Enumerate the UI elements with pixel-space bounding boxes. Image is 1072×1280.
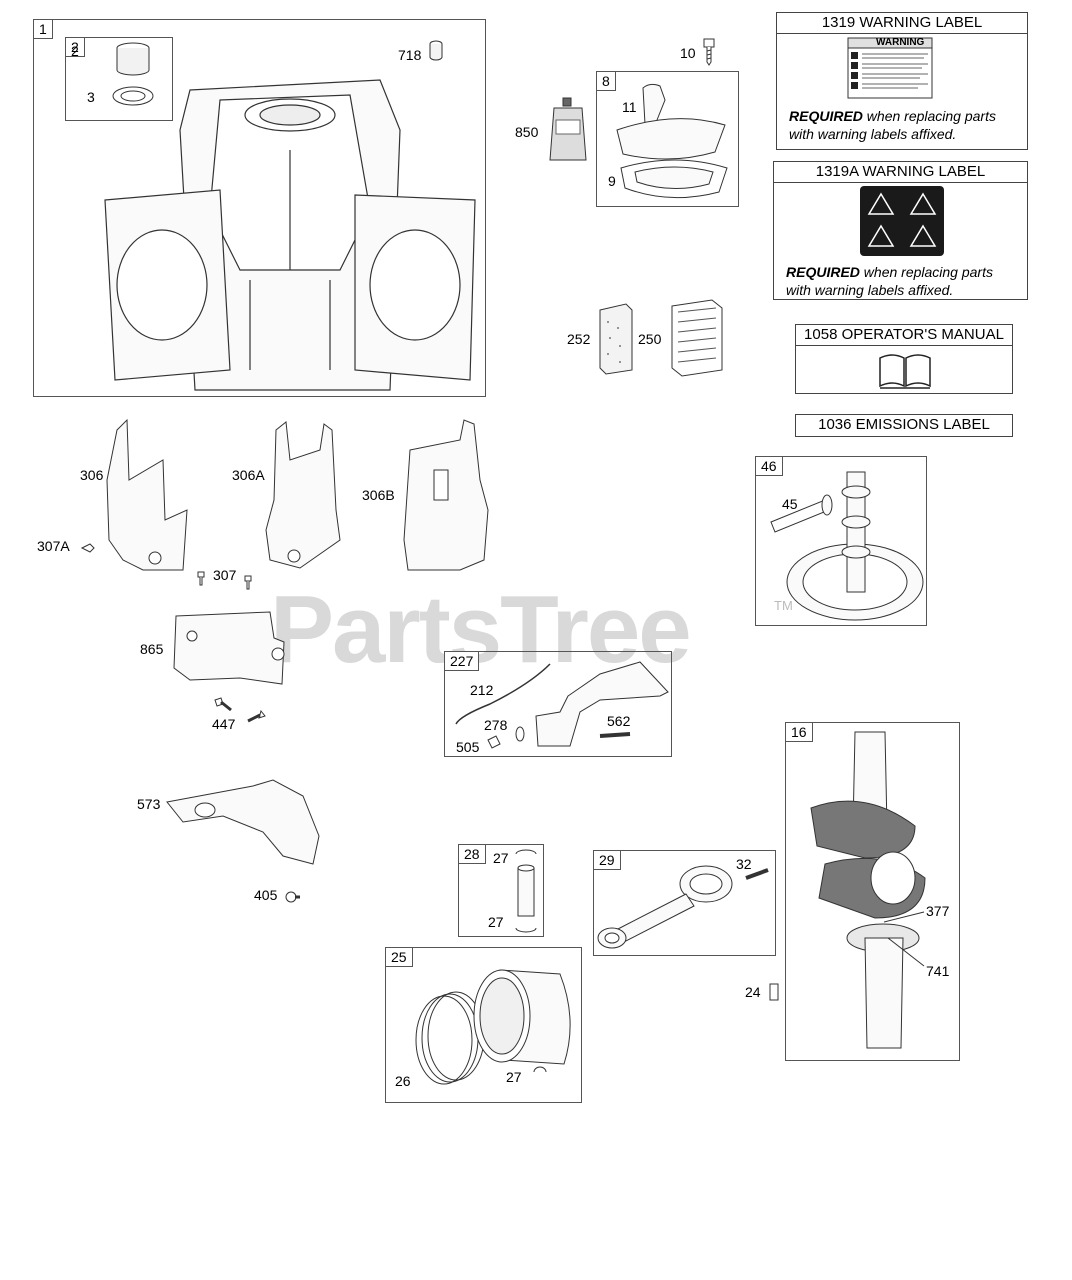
- baffle-865-icon: [173, 611, 285, 685]
- callout-850: 850: [515, 124, 539, 140]
- label-1058-title: 1058 OPERATOR'S MANUAL: [796, 325, 1012, 346]
- callout-212: 212: [470, 682, 494, 698]
- screw-447-b-icon: [247, 709, 266, 723]
- screw-icon: [703, 38, 715, 66]
- trademark-mark: TM: [774, 598, 793, 613]
- callout-250: 250: [638, 331, 662, 347]
- camshaft-icon: [770, 471, 924, 621]
- warning-pictogram-icon: [860, 186, 944, 256]
- label-1319-required-line2: with warning labels affixed.: [789, 126, 957, 142]
- callout-45: 45: [782, 496, 798, 512]
- label-1319-required-rest: when replacing parts: [862, 108, 996, 124]
- callout-865: 865: [140, 641, 164, 657]
- book-icon: [879, 354, 931, 389]
- label-1319a-title: 1319A WARNING LABEL: [774, 162, 1027, 183]
- wrist-pin-icon: [515, 849, 537, 933]
- box-2-bushing: 2: [65, 37, 173, 121]
- callout-573: 573: [137, 796, 161, 812]
- box-16-tag: 16: [786, 723, 813, 742]
- foam-filter-icon: [599, 303, 633, 375]
- screw-405-icon: [285, 891, 300, 903]
- callout-27a: 27: [493, 850, 509, 866]
- bushing-icon: [112, 42, 154, 106]
- label-1319a-required-line2: with warning labels affixed.: [786, 282, 954, 298]
- box-2-tag: 2: [66, 38, 85, 57]
- label-1036: 1036 EMISSIONS LABEL: [795, 414, 1013, 437]
- callout-562: 562: [607, 713, 631, 729]
- box-46-tag: 46: [756, 457, 783, 476]
- breather-cover-icon: [616, 83, 728, 199]
- connecting-rod-icon: [597, 865, 769, 949]
- warning-decal-icon: [847, 37, 933, 99]
- label-1036-title: 1036 EMISSIONS LABEL: [818, 416, 990, 433]
- label-1319a-required-bold: REQUIRED: [786, 264, 860, 280]
- box-227-governor: 227: [444, 651, 672, 757]
- callout-32: 32: [736, 856, 752, 872]
- paper-filter-icon: [671, 299, 723, 377]
- box-8-tag: 8: [597, 72, 616, 91]
- label-1319a-required-rest: when replacing parts: [859, 264, 993, 280]
- piston-rings-icon: [415, 969, 571, 1085]
- shroud-306b-icon: [403, 419, 489, 571]
- callout-278: 278: [484, 717, 508, 733]
- label-1319-required-bold: REQUIRED: [789, 108, 863, 124]
- callout-307: 307: [213, 567, 237, 583]
- callout-2: 2: [71, 43, 79, 59]
- callout-306: 306: [80, 467, 104, 483]
- callout-505: 505: [456, 739, 480, 755]
- label-1319a-required-line1: REQUIRED when replacing parts: [786, 263, 993, 281]
- governor-bracket-icon: [455, 661, 669, 749]
- callout-405: 405: [254, 887, 278, 903]
- watermark-text: PartsTree: [270, 576, 692, 683]
- box-29-tag: 29: [594, 851, 621, 870]
- dowel-icon: [429, 40, 443, 61]
- screw-447-icon: [214, 697, 232, 712]
- box-28-wrist-pin: 28: [458, 844, 544, 937]
- sealant-tube-icon: [549, 97, 587, 161]
- callout-11: 11: [622, 99, 637, 115]
- callout-377: 377: [926, 903, 950, 919]
- box-29-connecting-rod: 29: [593, 850, 776, 956]
- label-1319-warning-word: WARNING: [876, 37, 925, 48]
- callout-27c: 27: [506, 1069, 522, 1085]
- air-guide-573-icon: [166, 779, 320, 865]
- callout-10: 10: [680, 45, 696, 61]
- box-1-tag: 1: [34, 20, 53, 39]
- callout-718: 718: [398, 47, 422, 63]
- box-25-piston: 25: [385, 947, 582, 1103]
- callout-27b: 27: [488, 914, 504, 930]
- callout-306a: 306A: [232, 467, 265, 483]
- screw-307-icon: [197, 571, 205, 586]
- label-1319-required-line1: REQUIRED when replacing parts: [789, 107, 996, 125]
- shroud-306-icon: [106, 418, 188, 571]
- crankshaft-icon: [810, 731, 926, 1049]
- screw-307a-icon: [80, 543, 95, 553]
- shroud-306a-icon: [265, 421, 341, 569]
- box-8-breather: 8: [596, 71, 739, 207]
- callout-306b: 306B: [362, 487, 395, 503]
- callout-447: 447: [212, 716, 236, 732]
- cylinder-block-icon: [104, 79, 476, 391]
- leader-lines: [883, 911, 925, 967]
- box-16-crankshaft: 16: [785, 722, 960, 1061]
- box-28-tag: 28: [459, 845, 486, 864]
- callout-3: 3: [87, 89, 95, 105]
- box-1-cylinder: 1: [33, 19, 486, 397]
- callout-307a: 307A: [37, 538, 70, 554]
- callout-24: 24: [745, 984, 761, 1000]
- box-46-camshaft: 46: [755, 456, 927, 626]
- callout-252: 252: [567, 331, 591, 347]
- box-25-tag: 25: [386, 948, 413, 967]
- label-1319-title: 1319 WARNING LABEL: [777, 13, 1027, 34]
- callout-741: 741: [926, 963, 950, 979]
- screw-307-b-icon: [244, 575, 252, 590]
- callout-26: 26: [395, 1073, 411, 1089]
- callout-9: 9: [608, 173, 616, 189]
- box-227-tag: 227: [445, 652, 480, 671]
- key-24-icon: [769, 983, 779, 1001]
